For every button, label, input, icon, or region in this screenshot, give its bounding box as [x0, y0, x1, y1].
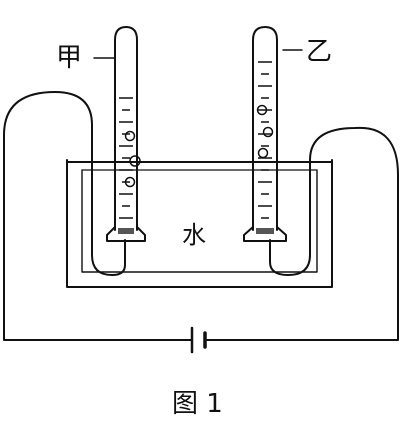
- tube-left: [114, 26, 138, 231]
- tube-right-base: [243, 226, 287, 242]
- figure-caption: 图 1: [172, 389, 223, 419]
- bubble: [129, 155, 141, 167]
- tube-right: [252, 26, 278, 231]
- electrode-left: [118, 228, 134, 234]
- tube-left-base: [106, 226, 146, 242]
- bubble: [257, 147, 269, 159]
- trough-inner-wall: [81, 169, 318, 273]
- label-water: 水: [182, 221, 206, 249]
- label-tube-left: 甲: [56, 43, 82, 73]
- outer-wire: [3, 91, 399, 341]
- water-trough: [66, 159, 333, 288]
- tube-right-water-lines: [258, 61, 272, 219]
- bubble: [124, 130, 136, 142]
- bubble: [262, 126, 274, 138]
- tube-left-water-lines: [119, 97, 133, 219]
- label-tube-right: 乙: [306, 37, 332, 67]
- electrode-right: [256, 228, 274, 234]
